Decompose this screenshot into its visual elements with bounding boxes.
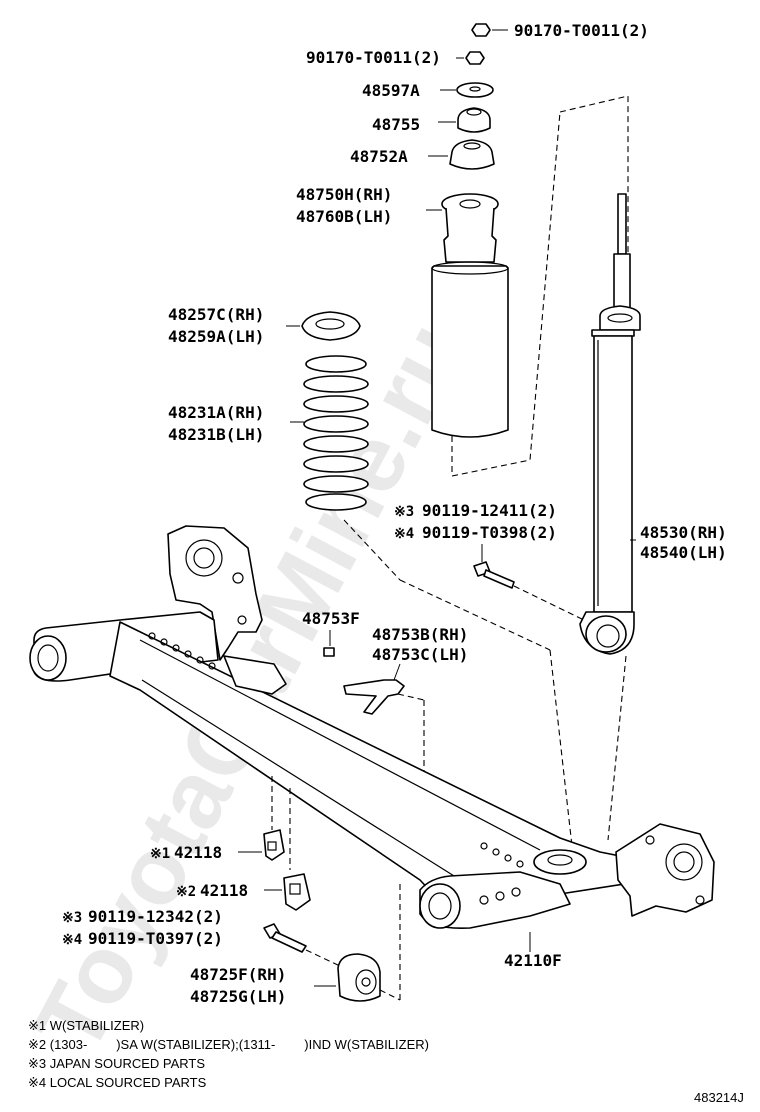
- nut-second-icon: [456, 51, 485, 65]
- spring-guide-line-3: [549, 649, 573, 847]
- stab1-mark: ※1: [150, 846, 170, 862]
- nut-second-label: 90170-T0011(2): [306, 48, 441, 67]
- bolt-lower-m4-mark: ※4: [62, 932, 82, 948]
- bushing-lower-label: 48752A: [350, 147, 408, 166]
- shock-absorber-icon: [579, 193, 641, 655]
- stab2-mark: ※2: [176, 884, 196, 900]
- footnote-4: ※4 LOCAL SOURCED PARTS: [28, 1075, 207, 1090]
- axle-beam-icon: [29, 525, 715, 952]
- coil-spring-rh-label: 48231A(RH): [168, 403, 264, 422]
- bushing-lower-icon: [428, 139, 495, 170]
- footnote-1: ※1 W(STABILIZER): [28, 1018, 144, 1033]
- bracket-lh-label: 48753C(LH): [372, 645, 468, 664]
- washer-icon: [440, 82, 494, 98]
- washer-label: 48597A: [362, 81, 420, 100]
- coil-spring-icon: [290, 355, 369, 511]
- footnote-2: ※2 (1303- )SA W(STABILIZER);(1311- )IND …: [28, 1037, 429, 1052]
- spring-seat-icon: [286, 311, 361, 341]
- axle-bushing-rh-label: 48725F(RH): [190, 965, 286, 984]
- bolt-lower-icon: [263, 923, 341, 967]
- spring-guide-line-2: [399, 579, 551, 651]
- nut-top-label: 90170-T0011(2): [514, 21, 649, 40]
- axle-bushing-icon: [314, 884, 401, 1002]
- axle-beam-label: 42110F: [504, 951, 562, 970]
- nut-top-icon: [471, 23, 508, 37]
- bolt-upper-m4-mark: ※4: [394, 526, 414, 542]
- bolt-upper-m4-label: 90119-T0398(2): [422, 523, 557, 542]
- stab2-label: 42118: [200, 881, 248, 900]
- spring-seat-lh-label: 48259A(LH): [168, 327, 264, 346]
- bolt-lower-m3-mark: ※3: [62, 910, 82, 926]
- shock-lh-label: 48540(LH): [640, 543, 727, 562]
- bump-stop-rh-label: 48750H(RH): [296, 185, 392, 204]
- coil-spring-lh-label: 48231B(LH): [168, 425, 264, 444]
- stab1-label: 42118: [174, 843, 222, 862]
- bolt-upper-m3-mark: ※3: [394, 504, 414, 520]
- stabilizer-1-icon: [238, 829, 285, 861]
- spring-seat-rh-label: 48257C(RH): [168, 305, 264, 324]
- spring-guide-line: [343, 519, 401, 581]
- bolt-upper-icon: [473, 544, 585, 621]
- bolt-upper-m3-label: 90119-12411(2): [422, 501, 557, 520]
- footnote-3: ※3 JAPAN SOURCED PARTS: [28, 1056, 205, 1071]
- bracket-rh-label: 48753B(RH): [372, 625, 468, 644]
- bump-stop-icon: [426, 193, 509, 438]
- stabilizer-2-icon: [264, 873, 311, 911]
- shock-guide-line: [607, 655, 627, 841]
- bushing-upper-icon: [438, 107, 491, 133]
- bump-stop-lh-label: 48760B(LH): [296, 207, 392, 226]
- clip-screw-label: 48753F: [302, 609, 360, 628]
- shock-rh-label: 48530(RH): [640, 523, 727, 542]
- bolt-lower-m3-label: 90119-12342(2): [88, 907, 223, 926]
- bushing-upper-label: 48755: [372, 115, 420, 134]
- clip-icon: [323, 630, 335, 657]
- bolt-lower-m4-label: 90119-T0397(2): [88, 929, 223, 948]
- axle-bushing-lh-label: 48725G(LH): [190, 987, 286, 1006]
- figure-id: 483214J: [694, 1090, 744, 1105]
